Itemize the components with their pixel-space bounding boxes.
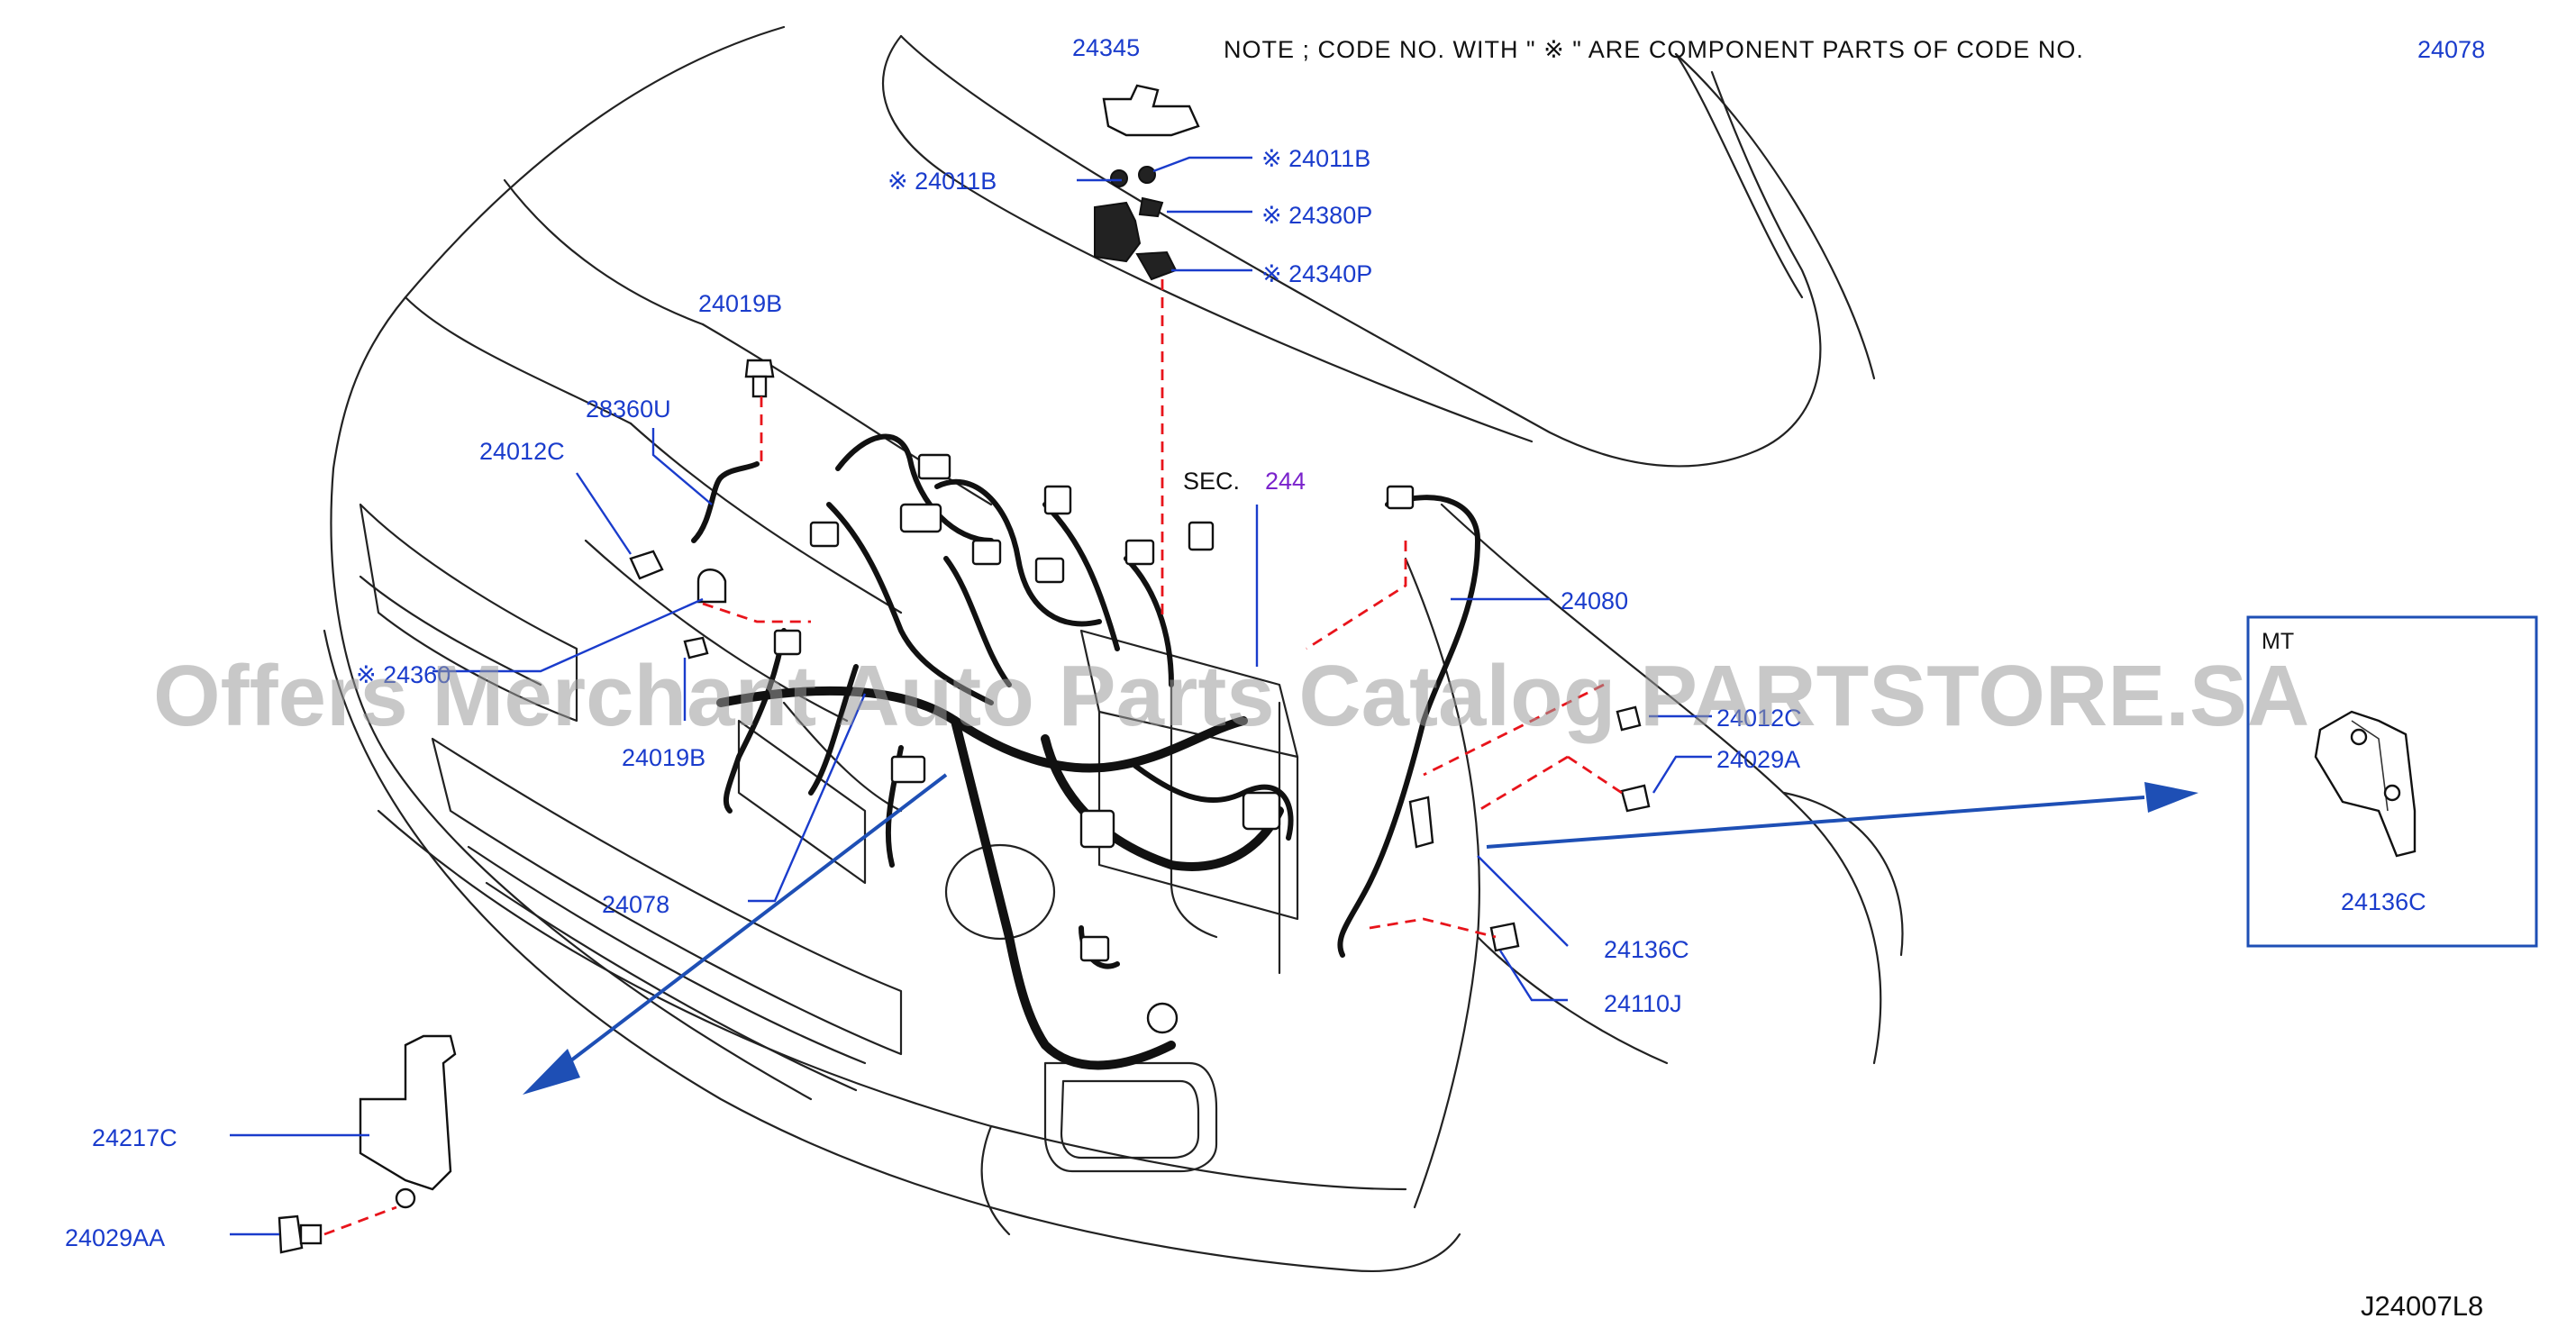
label-24080: 24080 bbox=[1561, 587, 1628, 614]
inset-title: MT bbox=[2262, 629, 2294, 654]
part-labels: 24345 ※ 24011B ※ 24011B ※ 24380P ※ 24340… bbox=[65, 34, 1802, 1251]
detail-arrows bbox=[523, 773, 2198, 1095]
dashed-leaders bbox=[323, 279, 1623, 1236]
label-24078: 24078 bbox=[602, 891, 669, 918]
label-24136c: 24136C bbox=[1604, 936, 1689, 963]
inset-part-label: 24136C bbox=[2341, 888, 2426, 915]
arrow-down-left-icon bbox=[523, 1049, 580, 1095]
label-24011b-right: ※ 24011B bbox=[1261, 145, 1370, 172]
arrow-right-icon bbox=[2144, 782, 2198, 813]
label-24029aa: 24029AA bbox=[65, 1224, 165, 1251]
label-24011b-left: ※ 24011B bbox=[887, 168, 997, 195]
label-leaders bbox=[230, 156, 2399, 1236]
label-24340p: ※ 24340P bbox=[1261, 260, 1372, 287]
component-note: NOTE ; CODE NO. WITH " ※ " ARE COMPONENT… bbox=[1224, 36, 2084, 63]
label-24345: 24345 bbox=[1072, 34, 1140, 61]
section-prefix: SEC. bbox=[1183, 468, 1240, 495]
label-24019b-top: 24019B bbox=[698, 290, 782, 317]
label-24012c-right: 24012C bbox=[1716, 705, 1802, 732]
label-24019b-bottom: 24019B bbox=[622, 744, 705, 771]
mt-inset: MT 24136C bbox=[2246, 615, 2538, 948]
note-code-ref: 24078 bbox=[2417, 36, 2485, 63]
small-fasteners bbox=[278, 359, 1651, 1254]
label-24380p: ※ 24380P bbox=[1261, 202, 1372, 229]
label-24360: ※ 24360 bbox=[356, 661, 451, 688]
label-28360u: 28360U bbox=[586, 396, 671, 423]
label-24012c-left: 24012C bbox=[479, 438, 565, 465]
diagram-code: J24007L8 bbox=[2361, 1290, 2483, 1322]
watermark: Offers Merchant Auto Parts Catalog PARTS… bbox=[153, 648, 2309, 744]
section-number: 244 bbox=[1265, 468, 1306, 495]
label-24217c: 24217C bbox=[92, 1124, 177, 1151]
label-24110j: 24110J bbox=[1604, 990, 1682, 1017]
vehicle-body-outline bbox=[323, 25, 1904, 1272]
label-24029a: 24029A bbox=[1716, 746, 1800, 773]
main-harness bbox=[691, 433, 1480, 1070]
